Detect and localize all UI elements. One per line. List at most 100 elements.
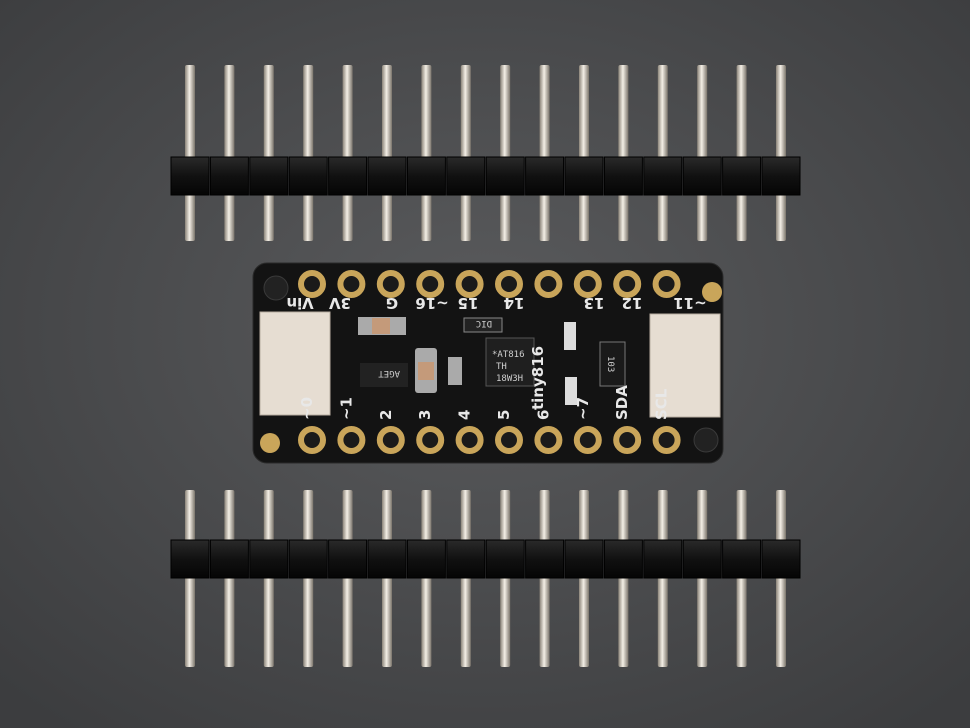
header-plastic <box>170 539 210 579</box>
header-plastic <box>722 156 762 196</box>
small-ic <box>463 317 503 333</box>
header-plastic <box>643 156 683 196</box>
pin-pad <box>455 426 484 454</box>
led-status <box>565 377 577 405</box>
pin-label: ~11 <box>673 294 706 312</box>
header-plastic <box>209 539 249 579</box>
header-plastic <box>564 156 604 196</box>
capacitor-body <box>418 362 434 380</box>
header-plastic <box>682 539 722 579</box>
pin-label: 13 <box>584 294 605 312</box>
pin-label: 15 <box>458 294 479 312</box>
pin-label: 5 <box>495 410 513 420</box>
header-plastic <box>406 156 446 196</box>
pin-label: 4 <box>456 410 474 420</box>
header-plastic <box>761 539 801 579</box>
pin-header-top <box>170 65 801 241</box>
header-pin <box>697 65 708 241</box>
header-plastic <box>485 539 525 579</box>
pin-pad <box>337 426 366 454</box>
stemma-connector-left[interactable] <box>259 311 331 416</box>
pin-label: ~7 <box>574 397 592 420</box>
header-pin <box>185 65 195 241</box>
resistor-network-marking: 103 <box>605 356 615 372</box>
pin-label: SDA <box>613 385 631 420</box>
mounting-hole <box>693 427 719 453</box>
pin-pad <box>613 426 642 454</box>
pin-pad <box>495 426 523 454</box>
pin-label: G <box>386 294 398 312</box>
header-plastic <box>603 156 643 196</box>
header-pin <box>421 65 432 241</box>
header-pin <box>382 65 392 241</box>
pin-label: Vin <box>286 294 313 312</box>
pin-label: 14 <box>504 294 525 312</box>
header-pin <box>263 65 274 241</box>
header-plastic <box>446 156 486 196</box>
header-plastic <box>170 156 210 196</box>
pin-label: 12 <box>622 294 643 312</box>
pin-pad <box>534 426 563 454</box>
pin-pad <box>416 426 445 454</box>
pin-label: ~0 <box>298 397 316 420</box>
header-plastic <box>564 539 604 579</box>
header-plastic <box>367 156 407 196</box>
mounting-pad <box>260 433 280 453</box>
chip-line: TH <box>496 362 507 372</box>
pin-pad <box>376 426 405 454</box>
capacitor <box>448 357 462 385</box>
stemma-connector-right[interactable] <box>649 313 721 418</box>
header-pin <box>460 65 471 241</box>
header-pin <box>736 65 747 241</box>
header-plastic <box>209 156 249 196</box>
header-plastic <box>485 156 525 196</box>
pin-pad <box>495 270 523 298</box>
pin-pad <box>416 270 445 298</box>
header-pin <box>342 65 353 241</box>
header-plastic <box>367 539 407 579</box>
regulator-marking: AGET <box>378 368 400 378</box>
pin-label: SCL <box>653 388 671 420</box>
header-plastic <box>446 539 486 579</box>
led-power <box>564 322 576 350</box>
pin-pad <box>573 270 602 298</box>
header-plastic <box>249 539 289 579</box>
pcb-board: *AT816 TH 18W3H AGET DIC 103 tiny816 Vin… <box>252 262 724 464</box>
header-plastic <box>328 156 368 196</box>
header-pin <box>500 65 511 241</box>
header-pin <box>224 65 235 241</box>
header-pin <box>657 65 668 241</box>
pin-label: 6 <box>534 410 552 420</box>
header-plastic <box>603 539 643 579</box>
header-plastic <box>288 539 328 579</box>
header-plastic <box>682 156 722 196</box>
chip-line: *AT816 <box>492 350 525 360</box>
pin-header-bottom <box>170 490 801 667</box>
header-pin <box>579 65 589 241</box>
pin-label: ~1 <box>337 397 355 420</box>
header-plastic <box>643 539 683 579</box>
header-pin <box>618 65 629 241</box>
board-name: tiny816 <box>529 346 547 410</box>
pin-pad <box>376 270 405 298</box>
header-plastic <box>761 156 801 196</box>
pin-pad <box>534 270 563 298</box>
header-plastic <box>328 539 368 579</box>
pin-pad <box>298 426 326 454</box>
pin-pad <box>652 270 681 298</box>
pin-pad <box>298 270 326 298</box>
pin-pad <box>652 426 681 454</box>
pin-label: 3V <box>329 294 351 312</box>
header-pin <box>303 65 314 241</box>
pin-pad <box>337 270 366 298</box>
voltage-regulator <box>360 363 408 387</box>
header-pin <box>776 65 786 241</box>
capacitor-body <box>372 318 390 334</box>
mounting-hole <box>263 275 289 301</box>
header-plastic <box>525 539 565 579</box>
header-plastic <box>406 539 446 579</box>
header-plastic <box>525 156 565 196</box>
microcontroller-chip <box>485 337 535 387</box>
pin-pad <box>613 270 642 298</box>
